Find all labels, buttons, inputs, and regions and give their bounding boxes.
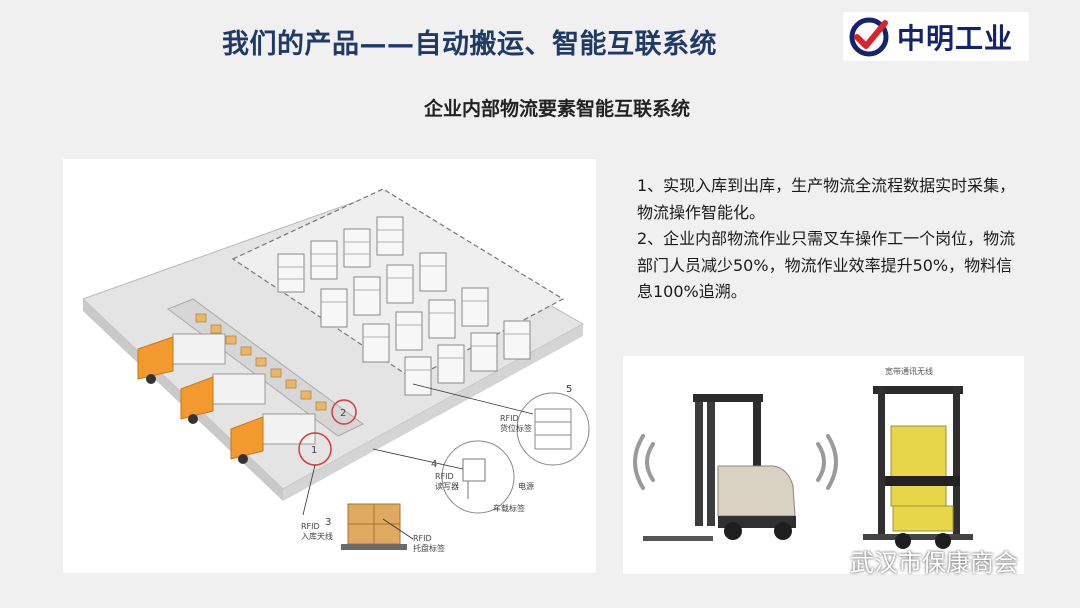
- vehicle-tag-label: 车载标签: [493, 503, 525, 513]
- forklift-caption: 宽带通讯无线: [885, 366, 933, 376]
- svg-text:1: 1: [311, 445, 317, 456]
- watermark: 武汉市保康商会: [808, 540, 1018, 580]
- company-logo: 中明工业: [843, 12, 1029, 61]
- svg-text:4: 4: [431, 459, 437, 470]
- logo-emblem-icon: [849, 17, 891, 57]
- watermark-text: 武汉市保康商会: [850, 543, 1018, 578]
- section-subtitle: 企业内部物流要素智能互联系统: [424, 94, 754, 121]
- forklift-1-image: [643, 394, 796, 541]
- forklift-2-image: [863, 386, 973, 549]
- power-label: 电源: [518, 481, 534, 491]
- description-point-1: 1、实现入库到出库，生产物流全流程数据实时采集，物流操作智能化。: [637, 173, 1017, 226]
- svg-text:3: 3: [325, 517, 331, 528]
- description-block: 1、实现入库到出库，生产物流全流程数据实时采集，物流操作智能化。 2、企业内部物…: [637, 173, 1017, 306]
- svg-text:5: 5: [566, 384, 572, 395]
- page-title: 我们的产品——自动搬运、智能互联系统: [222, 22, 812, 61]
- logo-text: 中明工业: [897, 17, 1013, 57]
- description-point-2: 2、企业内部物流作业只需叉车操作工一个岗位，物流部门人员减少50%，物流作业效率…: [637, 226, 1017, 306]
- svg-text:2: 2: [340, 408, 346, 419]
- wechat-icon: [808, 545, 842, 575]
